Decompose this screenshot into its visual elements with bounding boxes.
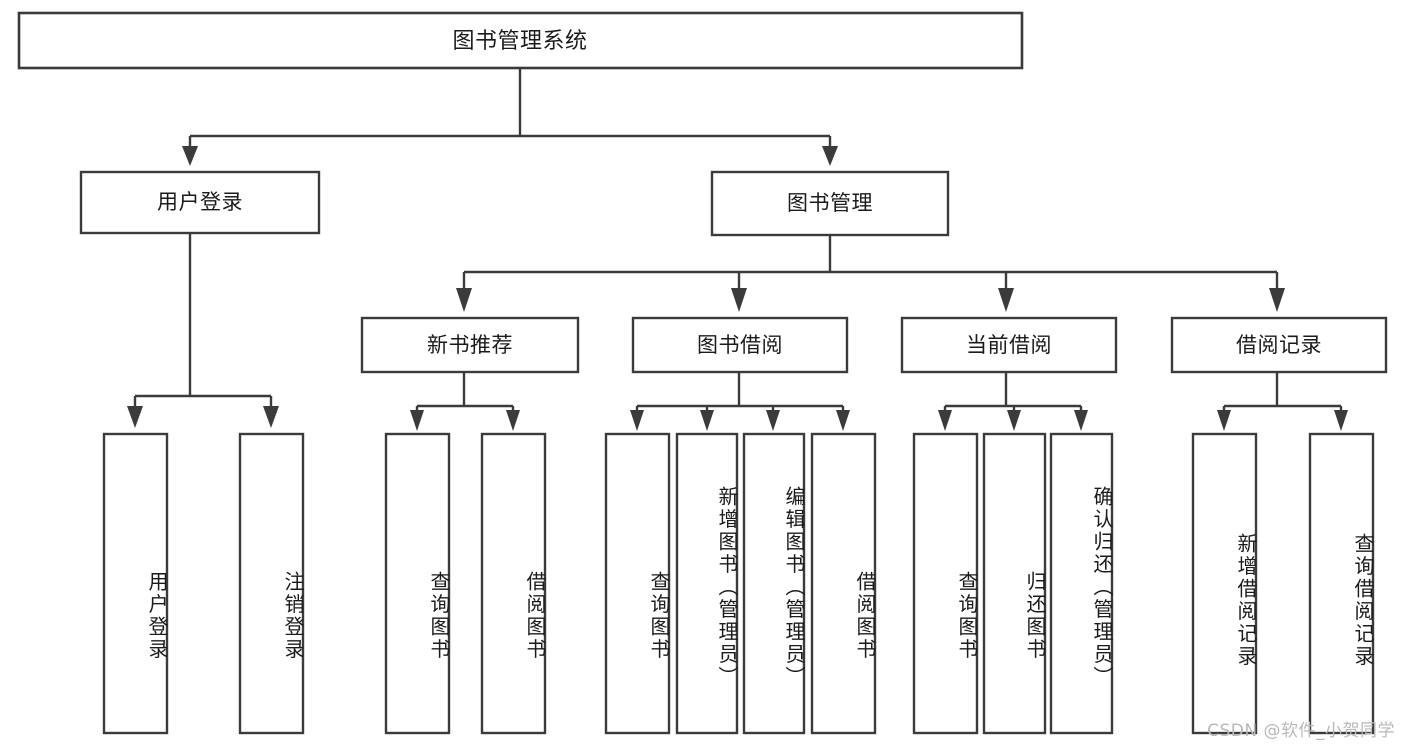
watermark-text: CSDN @软件_小贺同学 [1207,721,1395,741]
leaf-user-login-box[interactable] [102,432,169,735]
node-new-book-rec-label: 新书推荐 [427,333,513,357]
arrow-head-br-leaf1 [1217,410,1231,431]
arrow-head-new-book-rec [456,288,472,312]
leaf-borrow-book-a-box[interactable] [480,432,547,735]
arrow-head-nbr-leaf2 [506,410,520,431]
leaf-edit-book-admin-box[interactable] [742,432,806,735]
arrow-head-bb-leaf1 [630,410,644,431]
arrow-head-cb-leaf3 [1074,410,1088,431]
node-book-borrow-label: 图书借阅 [697,333,783,357]
leaf-logout-box[interactable] [238,432,305,735]
connector-layer [127,68,1348,431]
arrow-head-leaf-user-login [127,406,143,428]
node-root-box[interactable] [17,11,1024,70]
leaf-query-book-b-box[interactable] [604,432,671,735]
node-root-label: 图书管理系统 [452,29,587,54]
node-user-login-box[interactable] [79,170,321,235]
arrow-head-cb-leaf2 [1007,410,1021,431]
leaf-query-borrow-record-box[interactable] [1308,432,1375,735]
leaf-query-book-a-box[interactable] [384,432,451,735]
arrow-head-leaf-logout [263,406,279,428]
node-current-borrow-label: 当前借阅 [966,333,1052,357]
arrow-head-bb-leaf4 [836,410,850,431]
leaf-add-borrow-record-box[interactable] [1191,432,1258,735]
node-borrow-record-box[interactable] [1170,316,1388,374]
node-new-book-rec-box[interactable] [360,316,580,374]
leaf-borrow-book-b-box[interactable] [810,432,877,735]
node-layer: 图书管理系统 用户登录 图书管理 新书推荐 图书借阅 当前借阅 借阅记录 [17,11,1388,735]
node-user-login-label: 用户登录 [157,190,243,214]
leaf-return-book-box[interactable] [982,432,1047,735]
node-current-borrow-box[interactable] [900,316,1118,374]
arrow-head-bb-leaf2 [700,410,714,431]
node-borrow-record-label: 借阅记录 [1236,333,1322,357]
arrow-head-book-borrow [731,288,747,312]
node-book-borrow-box[interactable] [631,316,849,374]
arrow-head-borrow-record [1269,288,1285,312]
arrow-head-book-manage [822,146,838,166]
leaf-add-book-admin-box[interactable] [675,432,739,735]
arrow-head-current-borrow [998,288,1014,312]
arrow-head-cb-leaf1 [938,410,952,431]
arrow-head-user-login [182,146,198,166]
node-book-manage-label: 图书管理 [787,191,873,215]
arrow-head-br-leaf2 [1334,410,1348,431]
node-book-manage-box[interactable] [710,170,950,237]
arrow-head-nbr-leaf1 [410,410,424,431]
arrow-head-bb-leaf3 [766,410,780,431]
leaf-query-book-c-box[interactable] [912,432,979,735]
leaf-confirm-return-admin-box[interactable] [1049,432,1114,735]
